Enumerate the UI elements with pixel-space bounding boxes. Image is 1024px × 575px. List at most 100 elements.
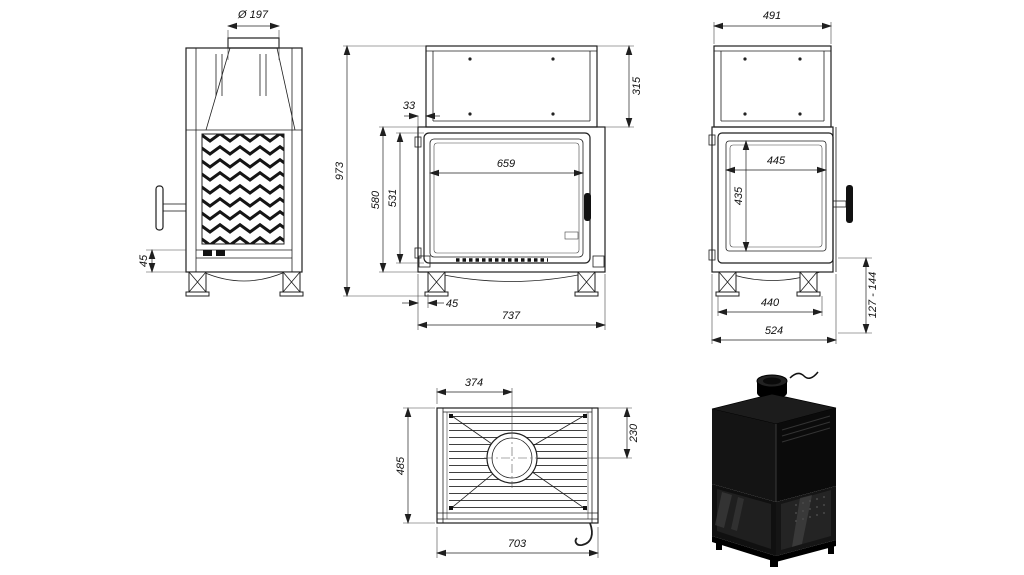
dim-right-glass-width: 445 bbox=[725, 155, 827, 174]
adjustable-foot bbox=[424, 271, 449, 297]
dim-front-body-width: 737 bbox=[417, 274, 606, 330]
dim-label-top-gap: 33 bbox=[403, 100, 416, 112]
dim-label-bottom-depth: 440 bbox=[761, 297, 780, 309]
dim-label-firebox-height: 580 bbox=[370, 190, 382, 209]
side-left-baffles bbox=[215, 54, 267, 96]
dim-label-glass-width: 659 bbox=[497, 158, 515, 170]
side-left-grate bbox=[196, 249, 292, 259]
glass-reflection bbox=[731, 497, 744, 531]
screw-dot bbox=[551, 112, 555, 116]
dim-front-top-gap: 33 bbox=[403, 100, 440, 127]
hinge bbox=[414, 136, 422, 148]
dim-label-total-height: 973 bbox=[334, 161, 346, 180]
dim-right-glass-height: 435 bbox=[733, 140, 750, 252]
hood-vent-slats-3d bbox=[781, 415, 831, 443]
dim-right-total-depth: 524 bbox=[711, 274, 837, 344]
logo-mark bbox=[564, 231, 579, 240]
dim-label-side-glass-height: 435 bbox=[733, 186, 745, 205]
screw-dot bbox=[743, 112, 747, 116]
dim-label-leg-inset: 45 bbox=[446, 298, 459, 310]
dim-top-width: 703 bbox=[436, 527, 599, 558]
dim-label-top-width: 703 bbox=[508, 538, 527, 550]
dim-label-flue-y: 230 bbox=[628, 423, 640, 443]
view-side-right: 491 445 435 440 524 127 - 144 bbox=[708, 10, 879, 344]
hood-left-face-3d bbox=[712, 409, 776, 502]
view-3d bbox=[711, 371, 837, 567]
hood-right-face-3d bbox=[776, 408, 836, 502]
top-frame-lines bbox=[437, 408, 598, 523]
side-glass bbox=[725, 140, 827, 252]
cable bbox=[789, 371, 819, 379]
front-glass bbox=[429, 138, 584, 258]
hinge bbox=[414, 247, 422, 259]
dim-front-firebox-height: 580 bbox=[370, 126, 418, 273]
adjustable-foot bbox=[185, 271, 210, 297]
front-firebox bbox=[414, 126, 606, 273]
dim-front-total-height: 973 bbox=[334, 45, 426, 297]
adjustable-foot bbox=[279, 271, 304, 297]
right-hood bbox=[713, 45, 832, 128]
dim-label-door-height: 531 bbox=[387, 189, 399, 207]
dim-label-top-depth: 491 bbox=[763, 10, 781, 22]
top-corner-pads bbox=[449, 414, 587, 510]
view-front: 973 580 531 659 33 315 bbox=[334, 45, 643, 330]
dim-right-bottom-depth: 440 bbox=[717, 296, 823, 316]
screw-dot bbox=[468, 112, 472, 116]
dim-label-side-glass-width: 445 bbox=[767, 155, 786, 167]
side-left-valance bbox=[202, 271, 286, 282]
view-top: 374 230 485 703 bbox=[395, 377, 640, 558]
adjustable-foot bbox=[574, 271, 599, 297]
corner-vent bbox=[418, 255, 431, 268]
firebrick-dots-3d bbox=[795, 496, 825, 522]
screw-dot bbox=[551, 57, 555, 61]
hinge bbox=[708, 134, 716, 146]
adjustable-foot bbox=[715, 271, 740, 297]
top-outline bbox=[436, 407, 599, 524]
side-left-flue-collar bbox=[205, 37, 296, 131]
foot-3d bbox=[770, 560, 778, 567]
dim-right-top-depth: 491 bbox=[713, 10, 832, 44]
front-hood bbox=[425, 45, 598, 128]
dim-label-body-width: 737 bbox=[502, 310, 521, 322]
screw-dot bbox=[468, 57, 472, 61]
door-handle bbox=[155, 185, 164, 231]
dim-right-height-range: 127 - 144 bbox=[838, 257, 879, 334]
front-door-frame bbox=[423, 132, 591, 264]
foot-3d bbox=[828, 546, 834, 554]
dim-front-glass-width: 659 bbox=[429, 158, 584, 177]
base-3d bbox=[712, 536, 836, 562]
dim-top-flue-y: 230 bbox=[538, 407, 640, 459]
dim-label-hood-height: 315 bbox=[631, 76, 643, 95]
view-side-left: Ø 197 45 bbox=[138, 9, 304, 297]
foot-3d bbox=[716, 542, 722, 550]
side-door-frame bbox=[717, 132, 834, 264]
screw-dot bbox=[743, 57, 747, 61]
screw-dot bbox=[798, 57, 802, 61]
dim-top-depth: 485 bbox=[395, 407, 435, 524]
front-valance bbox=[429, 271, 593, 282]
dim-label-height-range: 127 - 144 bbox=[867, 272, 879, 318]
dim-label-total-depth: 524 bbox=[765, 325, 783, 337]
screw-dot bbox=[798, 112, 802, 116]
glass-reflection bbox=[792, 495, 812, 547]
front-door-handle bbox=[584, 193, 591, 221]
dim-front-leg-inset: 45 bbox=[402, 274, 459, 330]
dim-top-flue-x: 374 bbox=[436, 377, 513, 430]
ash-knob bbox=[216, 250, 225, 256]
corner-vent bbox=[592, 255, 605, 268]
dim-front-door-height: 531 bbox=[387, 132, 424, 264]
dim-flue-diameter: Ø 197 bbox=[227, 9, 280, 60]
glass-right-3d bbox=[781, 490, 831, 550]
hinge bbox=[708, 249, 716, 261]
glass-left-3d bbox=[717, 489, 771, 549]
dim-label-top-depth-485: 485 bbox=[395, 456, 407, 475]
side-left-handle bbox=[155, 185, 187, 231]
dim-label-flue-diameter: Ø 197 bbox=[237, 9, 269, 21]
dim-label-flue-x: 374 bbox=[465, 377, 483, 389]
side-left-firebrick-pattern bbox=[201, 133, 285, 245]
dim-side-left-base: 45 bbox=[138, 249, 186, 273]
top-handle-hook bbox=[574, 522, 593, 547]
dim-front-hood-height: 315 bbox=[597, 45, 643, 128]
